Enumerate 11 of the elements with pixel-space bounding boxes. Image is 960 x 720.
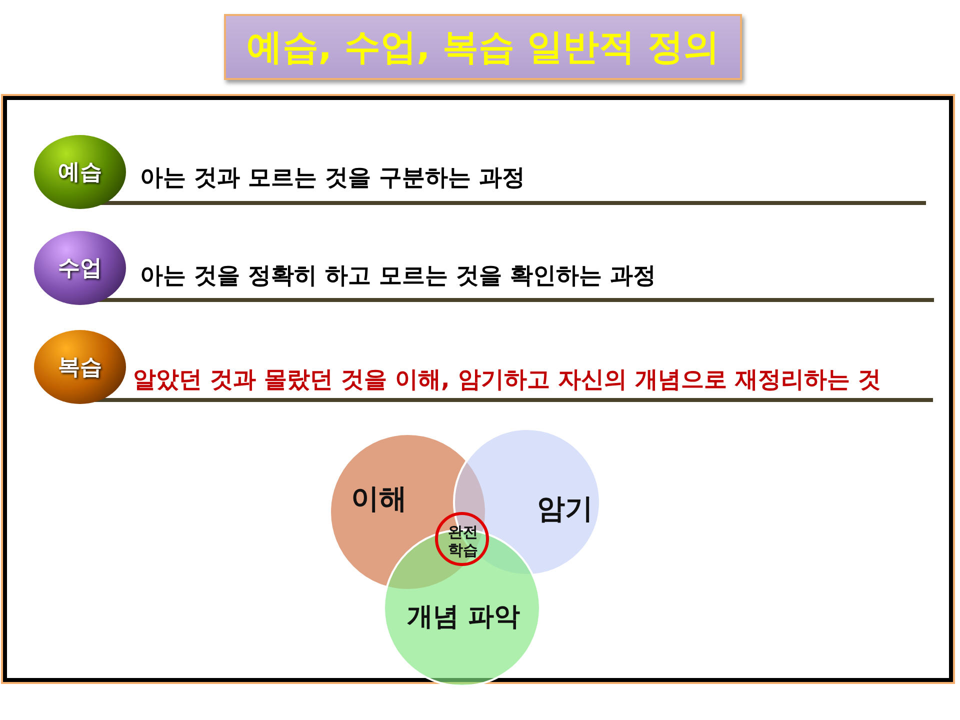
badge-label: 수업 bbox=[58, 255, 102, 283]
definition-text: 아는 것을 정확히 하고 모르는 것을 확인하는 과정 bbox=[140, 262, 656, 291]
badge-label: 복습 bbox=[58, 354, 102, 382]
circle-label: 완전 학습 bbox=[447, 523, 479, 559]
badge-label: 예습 bbox=[58, 159, 102, 187]
circle-label: 개념 파악 bbox=[407, 601, 520, 634]
circle-label: 이해 bbox=[351, 481, 407, 517]
definition-text: 아는 것과 모르는 것을 구분하는 과정 bbox=[140, 164, 526, 193]
title-banner: 예습, 수업, 복습 일반적 정의 bbox=[224, 14, 742, 80]
definition-text: 알았던 것과 몰랐던 것을 이해, 암기하고 자신의 개념으로 재정리하는 것 bbox=[133, 366, 881, 395]
circle-label: 암기 bbox=[537, 491, 593, 527]
